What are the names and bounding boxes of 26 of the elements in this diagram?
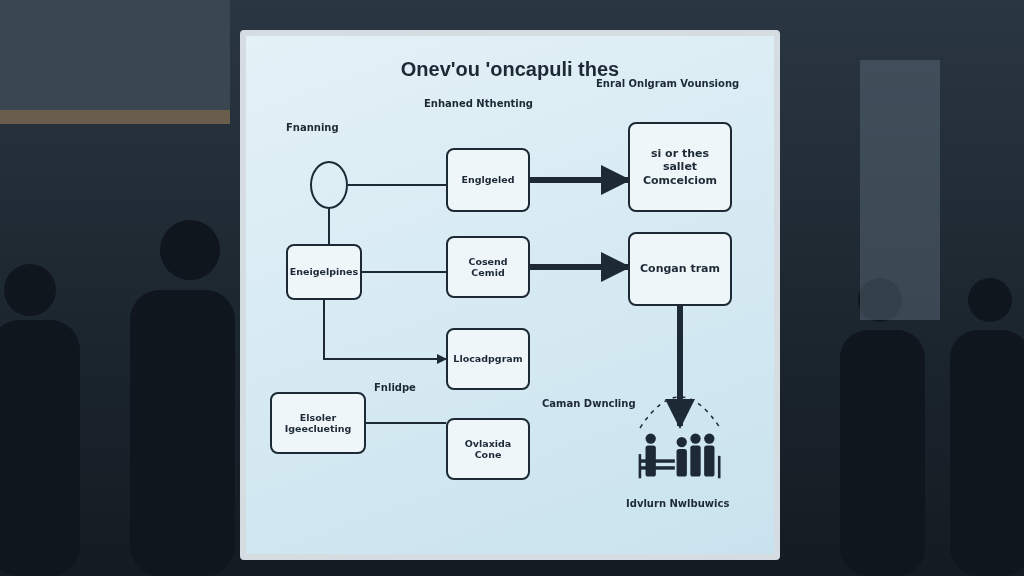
- process-box: [446, 418, 530, 480]
- section-heading: Caman Dwncling: [542, 398, 636, 409]
- connector-arrow: [323, 299, 447, 364]
- process-box: [446, 236, 530, 298]
- process-box: [270, 392, 366, 454]
- box-label: Ovlaxida Cone: [463, 437, 513, 461]
- connector-arrow: [665, 306, 695, 429]
- section-heading: Idvlurn Nwlbuwics: [626, 498, 730, 509]
- section-heading: Enhaned Nthenting: [424, 98, 533, 109]
- process-box: [446, 328, 530, 390]
- section-heading: Fnanning: [286, 122, 339, 133]
- process-box: [628, 122, 732, 212]
- box-label: Elsoler Igeeclueting: [283, 411, 353, 435]
- section-heading: Enral Onlgram Vounsiong: [596, 78, 740, 89]
- box-label: Cosend Cemid: [467, 255, 509, 279]
- circle-shape: [310, 161, 348, 209]
- box-label: Congan tram: [640, 262, 720, 276]
- process-box: [286, 244, 362, 300]
- diagram-title: Onev'ou 'oncapuli thes: [399, 58, 620, 80]
- process-box: [628, 232, 732, 306]
- box-label: Llocadpgram: [453, 353, 523, 365]
- section-heading: Fnlidpe: [374, 382, 416, 393]
- box-label: si or thes sallet Comcelciom: [641, 147, 719, 187]
- box-label: Englgeled: [461, 174, 515, 186]
- process-box: [446, 148, 530, 212]
- box-label: Eneigelpines: [289, 266, 359, 278]
